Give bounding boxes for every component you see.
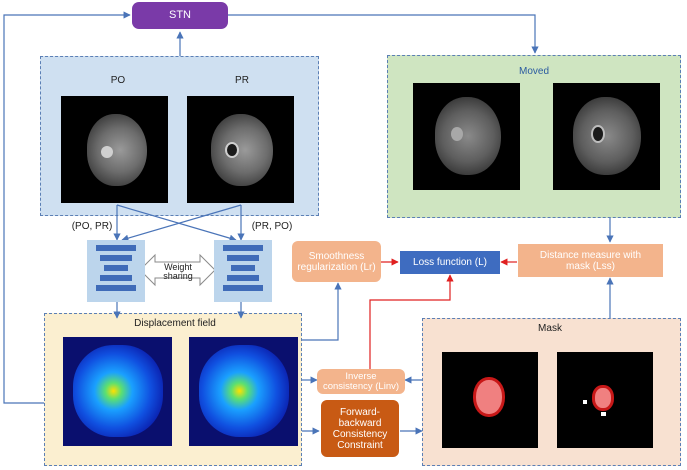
weight-sharing-label: Weight sharing — [152, 263, 204, 281]
mask-po-image — [442, 352, 538, 448]
encoder-layer — [100, 275, 132, 281]
fb-line2: backward — [338, 417, 382, 429]
smoothness-regularization-node: Smoothness regularization (Lr) — [292, 241, 381, 282]
encoder-layer — [227, 275, 259, 281]
weight-sharing-line1: Weight — [164, 262, 192, 272]
mask-region — [595, 388, 611, 408]
mask-region — [476, 380, 502, 414]
lesion — [227, 144, 237, 156]
encoder-layer — [96, 245, 136, 251]
displacement-title: Displacement field — [134, 318, 216, 329]
displacement-field-po-image — [63, 337, 172, 446]
brain-shape — [435, 97, 501, 175]
displacement-field-pr-image — [189, 337, 298, 446]
encoder-layer — [231, 265, 255, 271]
brain-shape — [211, 114, 273, 186]
fb-line4: Constraint — [337, 439, 383, 451]
right-encoder-network — [214, 240, 272, 302]
brain-shape — [573, 97, 641, 175]
mask-speck — [583, 400, 587, 404]
mask-pr-image — [557, 352, 653, 448]
loss-function-node: Loss function (L) — [400, 251, 500, 274]
smoothness-line2: regularization (Lr) — [297, 261, 376, 273]
arrow-pr-to-left-encoder — [121, 204, 242, 242]
heat-outer — [73, 345, 163, 437]
fb-line1: Forward- — [339, 406, 380, 418]
mask-title: Mask — [538, 323, 562, 334]
lesion — [593, 127, 603, 141]
arrow-stn-to-moved — [228, 14, 539, 54]
brain-shape — [87, 114, 147, 186]
inverse-consistency-node: Inverse consistency (Linv) — [317, 369, 405, 394]
arrow-field-to-smoothness — [302, 282, 342, 341]
inverse-line1: Inverse — [345, 370, 377, 382]
arrow-inverse-to-loss — [369, 274, 454, 369]
encoder-layer — [223, 245, 263, 251]
moved-pr-scan-image — [553, 83, 660, 190]
encoder-layer — [223, 285, 263, 291]
pr-scan-image — [187, 96, 294, 203]
stn-node: STN — [132, 2, 228, 29]
po-scan-image — [61, 96, 168, 203]
encoder-layer — [104, 265, 128, 271]
encoder-layer — [96, 285, 136, 291]
fb-line3: Consistency — [332, 428, 388, 440]
moved-title: Moved — [518, 66, 549, 77]
arrow-po-to-right-encoder — [116, 204, 237, 242]
weight-sharing-line2: sharing — [163, 271, 193, 281]
distance-line2: mask (Lss) — [566, 260, 615, 272]
distance-measure-node: Distance measure with mask (Lss) — [518, 244, 663, 277]
inverse-line2: consistency (Linv) — [322, 380, 400, 392]
pr-label: PR — [235, 75, 249, 86]
moved-po-scan-image — [413, 83, 520, 190]
pair-label-po-pr: (PO, PR) — [71, 221, 113, 232]
encoder-layer — [227, 255, 259, 261]
pair-label-pr-po: (PR, PO) — [251, 221, 293, 232]
lesion — [101, 146, 113, 158]
distance-line1: Distance measure with — [539, 249, 642, 261]
heat-outer — [199, 345, 289, 437]
forward-backward-consistency-node: Forward- backward Consistency Constraint — [321, 400, 399, 457]
po-label: PO — [110, 75, 126, 86]
smoothness-line1: Smoothness — [308, 250, 365, 262]
left-encoder-network — [87, 240, 145, 302]
lesion — [451, 127, 463, 141]
mask-speck — [601, 412, 606, 416]
encoder-layer — [100, 255, 132, 261]
arrow-displacement-to-stn — [3, 11, 131, 404]
